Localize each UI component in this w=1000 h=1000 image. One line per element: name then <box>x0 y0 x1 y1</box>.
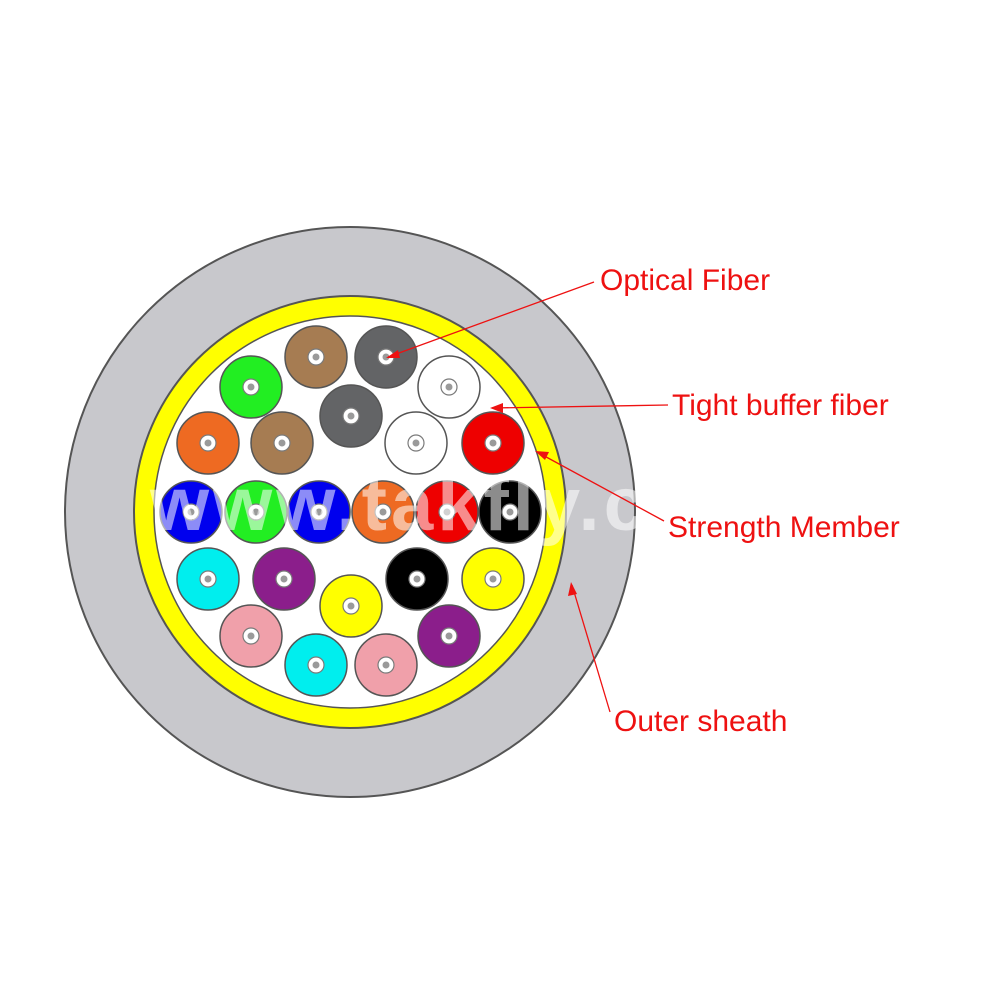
tight-buffer-fiber-black <box>385 547 449 611</box>
tight-buffer-fiber-yellow <box>319 574 383 638</box>
leader-line-optical-fiber <box>387 281 595 358</box>
optical-fiber-core <box>382 353 390 361</box>
tight-buffer-fiber-purple <box>252 547 316 611</box>
arrowhead-optical-fiber <box>386 350 400 358</box>
tight-buffer-fiber-dark-gray <box>319 384 383 448</box>
optical-fiber-core <box>445 383 453 391</box>
tight-buffer-fiber-black <box>478 480 542 544</box>
tight-buffer-fiber-green <box>219 355 283 419</box>
optical-fiber-core <box>347 602 355 610</box>
optical-fiber-core <box>280 575 288 583</box>
optical-fiber-core <box>312 661 320 669</box>
optical-fiber-core <box>204 439 212 447</box>
optical-fiber-core <box>489 439 497 447</box>
tight-buffer-fiber-yellow <box>461 547 525 611</box>
label-strength-member: Strength Member <box>668 511 900 544</box>
tight-buffer-fiber-blue <box>159 480 223 544</box>
optical-fiber-core <box>445 632 453 640</box>
tight-buffer-fiber-green <box>224 480 288 544</box>
tight-buffer-fiber-cyan <box>284 633 348 697</box>
leader-line-outer-sheath <box>571 584 611 713</box>
leader-line-tight-buffer-fiber <box>491 404 669 409</box>
tight-buffer-fiber-brown <box>284 325 348 389</box>
tight-buffer-fiber-cyan <box>176 547 240 611</box>
optical-fiber-core <box>204 575 212 583</box>
tight-buffer-fiber-white <box>384 411 448 475</box>
tight-buffer-fiber-red <box>415 480 479 544</box>
tight-buffer-fiber-brown <box>250 411 314 475</box>
optical-fiber-core <box>379 508 387 516</box>
tight-buffer-fibers <box>159 325 542 697</box>
optical-fiber-core <box>315 508 323 516</box>
optical-fiber-core <box>506 508 514 516</box>
optical-fiber-core <box>187 508 195 516</box>
optical-fiber-core <box>252 508 260 516</box>
tight-buffer-fiber-orange <box>176 411 240 475</box>
arrowhead-tight-buffer-fiber <box>490 403 503 413</box>
optical-fiber-core <box>443 508 451 516</box>
label-optical-fiber: Optical Fiber <box>600 264 770 297</box>
tight-buffer-fiber-dark-gray <box>354 325 418 389</box>
optical-fiber-core <box>247 383 255 391</box>
optical-fiber-core <box>413 575 421 583</box>
tight-buffer-fiber-pink <box>219 604 283 668</box>
optical-fiber-core <box>412 439 420 447</box>
optical-fiber-core <box>382 661 390 669</box>
optical-fiber-core <box>247 632 255 640</box>
arrowhead-outer-sheath <box>568 582 577 596</box>
optical-fiber-core <box>312 353 320 361</box>
tight-buffer-fiber-pink <box>354 633 418 697</box>
tight-buffer-fiber-red <box>461 411 525 475</box>
optical-fiber-core <box>489 575 497 583</box>
tight-buffer-fiber-orange <box>351 480 415 544</box>
label-tight-buffer-fiber: Tight buffer fiber <box>672 389 889 422</box>
optical-fiber-core <box>347 412 355 420</box>
leader-lines <box>386 281 669 713</box>
tight-buffer-fiber-blue <box>287 480 351 544</box>
label-outer-sheath: Outer sheath <box>614 705 787 738</box>
arrowhead-strength-member <box>535 451 549 460</box>
leader-line-strength-member <box>536 451 665 522</box>
optical-fiber-core <box>278 439 286 447</box>
tight-buffer-fiber-purple <box>417 604 481 668</box>
tight-buffer-fiber-white <box>417 355 481 419</box>
watermark: www.takfly.com <box>149 462 772 547</box>
